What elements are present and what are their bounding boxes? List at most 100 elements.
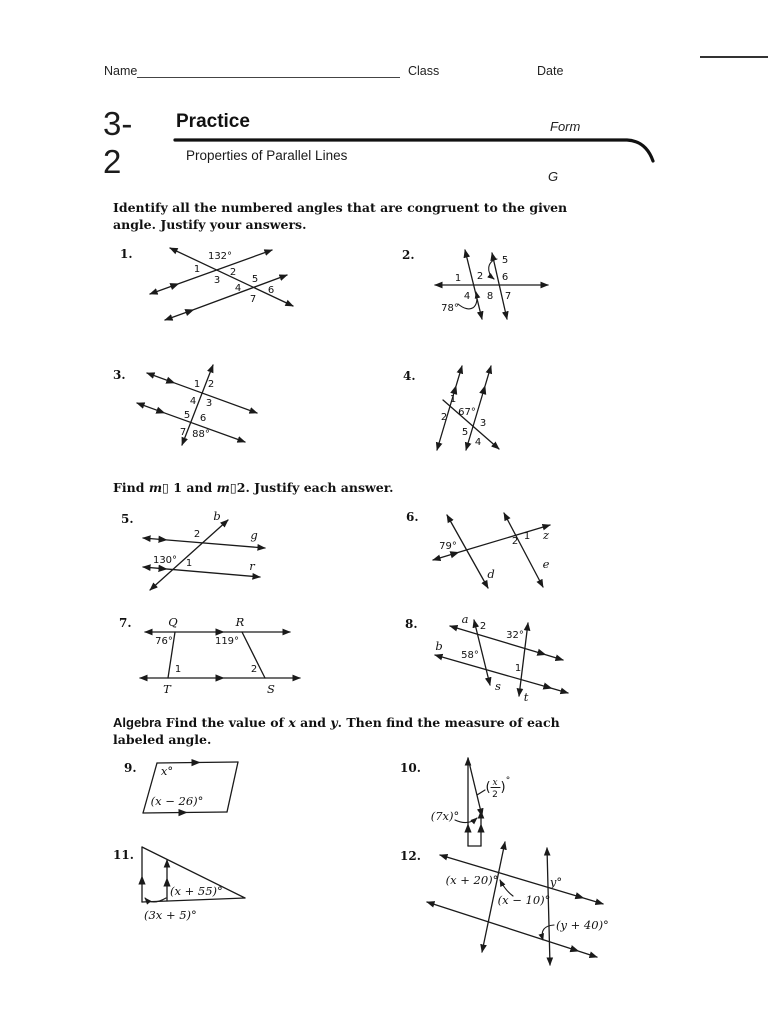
problem-5-number: 5. xyxy=(121,512,134,526)
p9-angle-x: x° xyxy=(161,764,173,778)
p5-angle-2: 2 xyxy=(194,529,200,540)
p4-angle-4: 4 xyxy=(475,437,481,448)
name-blank-line xyxy=(137,63,400,78)
problem-6-number: 6. xyxy=(406,510,419,524)
p1-angle-6: 6 xyxy=(268,285,274,296)
angle-glyph-2: ▯ xyxy=(229,480,237,495)
p3-angle-7: 7 xyxy=(180,427,186,438)
p4-angle-2: 2 xyxy=(441,412,447,423)
p8-line-b-label: b xyxy=(435,639,442,653)
p1-angle-3: 3 xyxy=(214,275,220,286)
algebra-text-2: and xyxy=(295,715,331,730)
p8-angle-2: 2 xyxy=(480,621,486,632)
p9-angle-x-minus-26: (x − 26)° xyxy=(151,794,204,808)
problem-3-diagram: 1 2 4 3 5 6 7 88° xyxy=(136,364,258,446)
p2-angle-6: 6 xyxy=(502,272,508,283)
var-x: x xyxy=(288,715,296,730)
p7-angle-119: 119° xyxy=(215,636,239,647)
p8-line-t-label: t xyxy=(524,690,529,704)
form-label: Form xyxy=(550,119,581,134)
problem-7-diagram: Q R T S 76° 119° 1 2 xyxy=(139,615,301,696)
p1-angle-5: 5 xyxy=(252,274,258,285)
p12-angle-x-minus-10: (x − 10)° xyxy=(498,893,551,907)
section2-instruction: Find m▯ 1 and m▯2. Justify each answer. xyxy=(113,479,394,496)
p2-angle-5: 5 xyxy=(502,255,508,266)
p3-angle-88: 88° xyxy=(192,429,210,440)
scan-artifact-line xyxy=(700,56,768,58)
p4-angle-3: 3 xyxy=(480,418,486,429)
problem-8-diagram: a b s t 2 32° 58° 1 xyxy=(434,612,569,704)
p6-line-e-label: e xyxy=(543,557,550,571)
p7-point-Q: Q xyxy=(168,615,178,629)
section1-instruction: Identify all the numbered angles that ar… xyxy=(113,200,568,232)
p11-angle-x-plus-55: (x + 55)° xyxy=(170,884,223,898)
problem-9-diagram: x° (x − 26)° xyxy=(142,758,239,817)
practice-title: Practice xyxy=(176,111,250,132)
date-label: Date xyxy=(537,64,564,78)
section3-instruction: Algebra Find the value of x and y. Then … xyxy=(113,714,613,748)
problem-8-number: 8. xyxy=(405,617,418,631)
p4-angle-1: 1 xyxy=(450,394,456,405)
p3-angle-5: 5 xyxy=(184,410,190,421)
p3-angle-4: 4 xyxy=(190,396,196,407)
p6-angle-1: 1 xyxy=(524,531,530,542)
problem-12-diagram: (x + 20)° (x − 10)° y° (y + 40)° xyxy=(426,841,609,966)
p6-angle-79: 79° xyxy=(439,541,457,552)
p1-angle-7: 7 xyxy=(250,294,256,305)
problem-6-diagram: z d e 79° 2 1 xyxy=(432,512,551,589)
p7-point-R: R xyxy=(235,615,245,629)
p7-point-S: S xyxy=(267,682,275,696)
problem-7-number: 7. xyxy=(119,616,132,630)
p7-point-T: T xyxy=(163,682,172,696)
p4-angle-67: 67° xyxy=(458,407,476,418)
problem-1-diagram: 132° 1 2 3 4 5 6 7 xyxy=(149,247,294,321)
p8-line-s-label: s xyxy=(495,679,501,693)
algebra-text-1: Find the value of xyxy=(161,715,289,730)
p10-angle-7x: (7x)° xyxy=(431,809,460,823)
p7-angle-1: 1 xyxy=(175,664,181,675)
problem-4-diagram: 1 2 67° 3 5 4 xyxy=(435,365,500,451)
problem-2-number: 2. xyxy=(402,248,415,262)
problem-4-number: 4. xyxy=(403,369,416,383)
p10-frac-open: ( xyxy=(485,780,490,795)
lesson-number-top: 3- xyxy=(103,105,133,142)
p11-angle-3x-plus-5: (3x + 5)° xyxy=(144,908,197,922)
p2-angle-7: 7 xyxy=(505,291,511,302)
m-symbol-2: m xyxy=(216,480,230,495)
p3-angle-6: 6 xyxy=(200,413,206,424)
angle-glyph-1: ▯ xyxy=(162,480,169,495)
p7-angle-2: 2 xyxy=(251,664,257,675)
problem-9-number: 9. xyxy=(124,761,137,775)
p1-angle-1: 1 xyxy=(194,264,200,275)
title-rule-swash xyxy=(173,138,655,163)
p5-angle-1: 1 xyxy=(186,558,192,569)
p8-line-a-label: a xyxy=(462,612,469,626)
problem-5-diagram: b g r 2 130° 1 xyxy=(142,509,266,591)
p3-angle-3: 3 xyxy=(206,398,212,409)
p4-angle-5: 5 xyxy=(462,427,468,438)
p2-angle-2: 2 xyxy=(477,271,483,282)
worksheet-subtitle: Properties of Parallel Lines xyxy=(186,148,348,163)
algebra-text-3: . Then find the measure of each labeled … xyxy=(113,715,560,747)
p3-angle-1: 1 xyxy=(194,379,200,390)
name-label: Name xyxy=(104,64,138,78)
problem-3-number: 3. xyxy=(113,368,126,382)
p1-angle-132: 132° xyxy=(208,251,232,262)
problem-12-number: 12. xyxy=(400,849,421,863)
p6-line-z-label: z xyxy=(542,528,550,542)
problem-10-number: 10. xyxy=(400,761,421,775)
p2-angle-1: 1 xyxy=(455,273,461,284)
lesson-number-bottom: 2 xyxy=(103,143,122,180)
p5-line-g-label: g xyxy=(250,528,257,542)
find-text-3: 2. Justify each answer. xyxy=(236,480,394,495)
problem-1-number: 1. xyxy=(120,247,133,261)
m-symbol-1: m xyxy=(148,480,163,495)
p8-angle-1: 1 xyxy=(515,663,521,674)
find-text-1: Find xyxy=(113,480,149,495)
class-label: Class xyxy=(408,64,440,78)
form-letter: G xyxy=(548,169,559,184)
p7-angle-76: 76° xyxy=(155,636,173,647)
p10-frac-denominator: 2 xyxy=(492,790,498,800)
var-y: y xyxy=(330,715,338,730)
